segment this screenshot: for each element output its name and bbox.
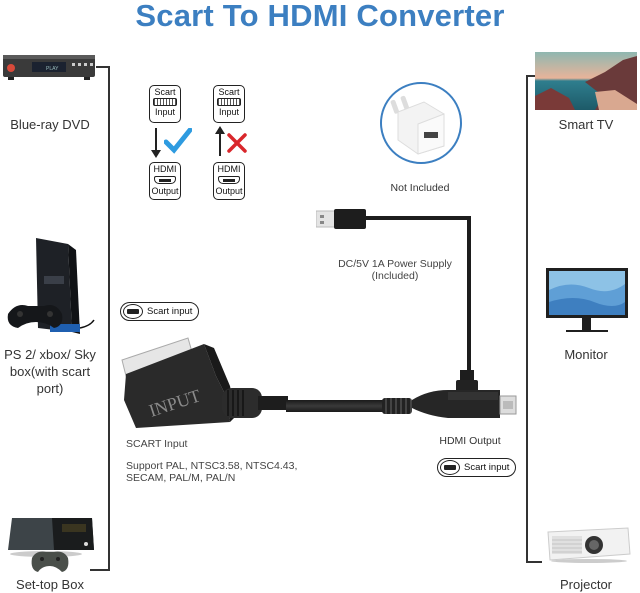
scart-input-badge-label: Scart input xyxy=(147,306,193,317)
hdmi-output-port-icon: HDMI Output xyxy=(149,162,181,200)
format-support-text: Support PAL, NTSC3.58, NTSC4.43, SECAM, … xyxy=(126,460,326,484)
svg-text:PLAY: PLAY xyxy=(46,66,59,72)
dvd-player-icon: PLAY xyxy=(2,52,96,82)
port-label: Input xyxy=(154,107,176,117)
av-cable xyxy=(286,400,386,412)
smart-tv-icon xyxy=(535,52,637,110)
scart-input-caption: SCART Input xyxy=(126,438,188,450)
usb-plug-icon xyxy=(315,209,368,229)
port-label: HDMI xyxy=(153,164,177,174)
arrow-up-icon xyxy=(219,132,221,156)
scart-input-port-icon: Scart Input xyxy=(149,85,181,123)
source-label-dvd: Blue-ray DVD xyxy=(10,117,90,132)
port-label: Scart xyxy=(154,87,176,97)
source-label-line: port) xyxy=(36,381,64,396)
power-cable xyxy=(467,216,471,374)
right-connector-tick xyxy=(526,75,536,77)
port-label: Scart xyxy=(218,87,240,97)
source-label-line: box(with scart xyxy=(9,364,91,379)
hdmi-output-label: HDMI Output xyxy=(439,435,501,447)
scart-input-badge: Scart input xyxy=(120,302,200,321)
source-label-settop: Set-top Box xyxy=(16,577,84,592)
usb-wall-charger-icon xyxy=(380,82,462,164)
arrow-down-icon xyxy=(155,128,157,154)
adapter-label: Not Included xyxy=(390,182,450,194)
monitor-icon xyxy=(544,266,630,334)
hdmi-port-icon xyxy=(440,460,460,475)
source-label-console: PS 2/ xbox/ Sky box(with scart port) xyxy=(0,346,100,397)
xbox-console-icon xyxy=(6,514,94,576)
right-connector-line xyxy=(526,75,528,563)
cross-icon xyxy=(226,132,248,159)
display-label-monitor: Monitor xyxy=(564,347,608,362)
scart-plug-icon: INPUT xyxy=(118,330,288,430)
format-support-line2: SECAM, PAL/M, PAL/N xyxy=(126,472,236,484)
hdmi-input-badge: Scart input xyxy=(437,458,517,477)
display-label-smart-tv: Smart TV xyxy=(558,117,614,132)
display-label-projector: Projector xyxy=(559,577,613,592)
arrow-up-head xyxy=(215,126,225,134)
check-icon xyxy=(163,127,193,159)
port-label: HDMI xyxy=(217,164,241,174)
arrow-down-head xyxy=(151,150,161,158)
right-connector-tick xyxy=(526,561,542,563)
port-label: Output xyxy=(215,186,243,196)
power-supply-line1: DC/5V 1A Power Supply xyxy=(338,258,452,270)
source-label-line: PS 2/ xbox/ Sky xyxy=(4,347,96,362)
cable-strain-relief xyxy=(382,398,412,414)
hdmi-output-port-icon: HDMI Output xyxy=(213,162,245,200)
left-connector-tick xyxy=(96,66,109,68)
port-label: Output xyxy=(151,186,179,196)
power-supply-label: DC/5V 1A Power Supply (Included) xyxy=(330,258,460,282)
page-title: Scart To HDMI Converter xyxy=(135,0,505,33)
port-label: Input xyxy=(218,107,240,117)
scart-input-port-icon: Scart Input xyxy=(213,85,245,123)
hdmi-input-badge-label: Scart input xyxy=(464,462,510,473)
left-connector-tick xyxy=(90,569,109,571)
hdmi-plug-icon xyxy=(408,370,520,424)
left-connector-line xyxy=(108,66,110,571)
power-supply-line2: (Included) xyxy=(371,270,419,282)
scart-port-icon xyxy=(123,304,143,319)
power-cable xyxy=(366,216,471,220)
projector-icon xyxy=(544,524,632,564)
game-console-icon xyxy=(6,236,96,336)
format-support-line1: Support PAL, NTSC3.58, NTSC4.43, xyxy=(126,460,298,472)
